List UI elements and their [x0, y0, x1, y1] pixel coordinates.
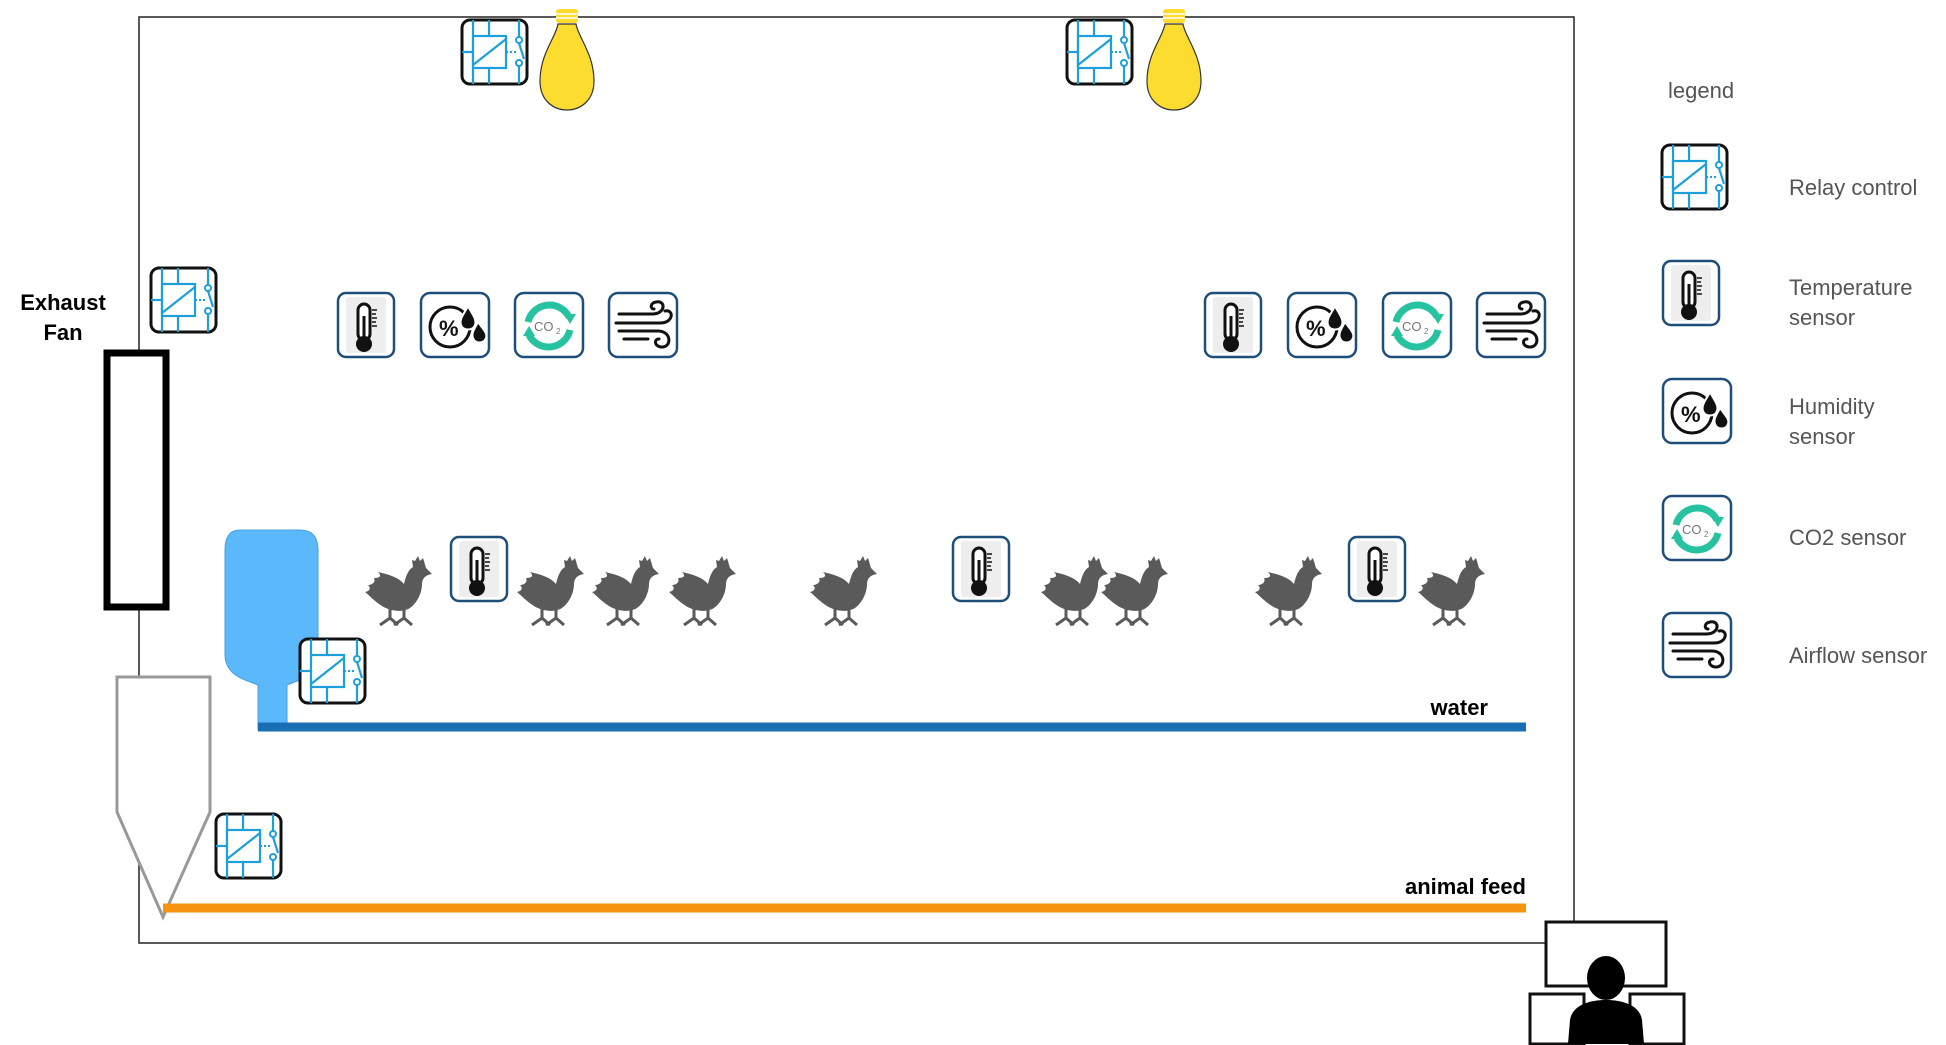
airflow-icon [1661, 611, 1733, 679]
airflow-icon[interactable] [1475, 291, 1547, 359]
exhaust-fan-label: Exhaust [20, 290, 106, 315]
legend-label: Airflow sensor [1789, 643, 1927, 668]
co2-icon[interactable] [1383, 293, 1451, 357]
humidity-icon [1661, 377, 1733, 445]
legend-label: CO2 sensor [1789, 525, 1906, 550]
bulb-icon [539, 8, 595, 111]
thermometer-icon [1661, 259, 1721, 327]
legend-label: Relay control [1789, 175, 1917, 200]
feed-hopper [115, 675, 212, 921]
fan-relay-icon[interactable] [149, 266, 218, 334]
chicken-icon [590, 554, 661, 627]
chicken-icon [1253, 554, 1324, 627]
humidity-icon[interactable] [419, 291, 491, 359]
feed-relay-icon[interactable] [214, 812, 283, 880]
ceiling-light-left [460, 8, 595, 111]
thermometer-icon[interactable] [1203, 291, 1263, 359]
animal-feed-label: animal feed [1405, 874, 1526, 899]
legend-label: sensor [1789, 424, 1855, 449]
thermometer-icon[interactable] [1347, 535, 1407, 603]
legend-label: Humidity [1789, 394, 1875, 419]
thermometer-icon[interactable] [336, 291, 396, 359]
chicken-icon [1039, 554, 1110, 627]
bulb-icon [1146, 8, 1202, 111]
relay-icon[interactable] [1065, 18, 1134, 86]
chicken-icon [667, 554, 738, 627]
thermometer-icon[interactable] [951, 535, 1011, 603]
exhaust-fan [103, 349, 170, 611]
water-label: water [1430, 695, 1489, 720]
sensor-cluster-left [336, 291, 679, 359]
airflow-icon[interactable] [607, 291, 679, 359]
legend: legend Relay control Temperature sensor … [1660, 78, 1927, 679]
relay-icon [1660, 143, 1729, 211]
water-relay-icon[interactable] [298, 637, 367, 705]
thermometer-icon[interactable] [449, 535, 509, 603]
flock [363, 535, 1487, 627]
legend-label: Temperature [1789, 275, 1913, 300]
chicken-icon [1416, 554, 1487, 627]
operator-icon [1528, 920, 1686, 1045]
sensor-cluster-right [1203, 291, 1547, 359]
barn-outline [138, 16, 1575, 944]
humidity-icon[interactable] [1286, 291, 1358, 359]
chicken-icon [515, 554, 586, 627]
legend-title: legend [1668, 78, 1734, 103]
relay-icon[interactable] [460, 18, 529, 86]
co2-icon[interactable] [515, 293, 583, 357]
chicken-icon [363, 554, 434, 627]
legend-label: sensor [1789, 305, 1855, 330]
exhaust-fan-label-2: Fan [43, 320, 82, 345]
chicken-icon [808, 554, 879, 627]
ceiling-light-right [1065, 8, 1202, 111]
chicken-icon [1099, 554, 1170, 627]
co2-icon [1663, 496, 1731, 560]
